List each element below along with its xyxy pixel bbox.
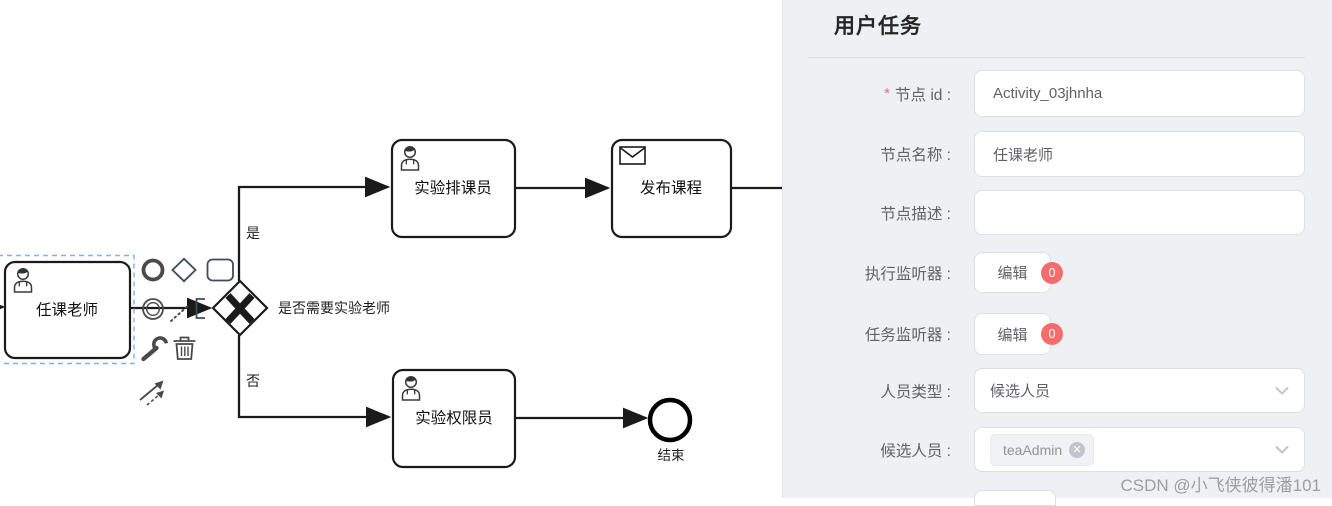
task-scheduler-label: 实验排课员: [414, 179, 492, 197]
chevron-down-icon: [1274, 382, 1290, 399]
field-row-task-listener: 任务监听器 : 编辑 0: [783, 313, 1332, 355]
required-marker: *: [884, 85, 891, 102]
append-task-icon[interactable]: [206, 258, 234, 282]
append-intermediate-event-icon[interactable]: [142, 298, 164, 320]
connect-icon[interactable]: [139, 380, 164, 406]
field-row-person-type: 人员类型 : 候选人员: [783, 368, 1332, 413]
append-gateway-icon[interactable]: [171, 257, 197, 283]
node-id-label: * 节点 id :: [884, 85, 951, 104]
context-pad: [139, 257, 234, 406]
bpmn-canvas[interactable]: 是 否 任课老师 是否需要实验老师 实验排课员 发布课程 实验权限员: [0, 0, 782, 498]
task-scheduler[interactable]: 实验排课员: [390, 138, 517, 239]
end-event-label: 结束: [658, 448, 686, 463]
field-row-exec-listener: 执行监听器 : 编辑 0: [783, 252, 1332, 293]
task-teacher[interactable]: 任课老师: [3, 260, 132, 360]
field-row-node-name: 节点名称 :: [783, 131, 1332, 177]
flow-no-label: 否: [246, 373, 260, 389]
candidate-select[interactable]: teaAdmin ✕: [974, 427, 1305, 472]
person-type-label: 人员类型 :: [880, 383, 951, 401]
person-type-value: 候选人员: [990, 383, 1051, 400]
gateway-label: 是否需要实验老师: [278, 300, 390, 316]
task-listener-edit-button[interactable]: 编辑 0: [974, 313, 1063, 355]
flow-yes[interactable]: [237, 176, 391, 281]
node-name-label: 节点名称 :: [880, 147, 951, 164]
field-row-node-id: * 节点 id :: [783, 70, 1332, 117]
node-name-input[interactable]: [974, 131, 1305, 177]
trash-icon[interactable]: [173, 336, 196, 360]
append-end-event-icon[interactable]: [141, 258, 165, 282]
end-event[interactable]: [647, 397, 693, 443]
flow-yes-label: 是: [246, 225, 260, 241]
tag-close-icon[interactable]: ✕: [1069, 441, 1086, 458]
append-text-annotation-icon[interactable]: [170, 298, 205, 322]
exec-listener-edit-button[interactable]: 编辑 0: [974, 252, 1063, 293]
task-listener-count-badge: 0: [1041, 323, 1063, 345]
wrench-icon[interactable]: [141, 336, 169, 362]
exec-listener-count-badge: 0: [1041, 261, 1063, 284]
task-permission-label: 实验权限员: [415, 409, 493, 427]
node-desc-input[interactable]: [974, 190, 1305, 235]
gateway-x-icon: [225, 293, 255, 324]
flow-no[interactable]: [237, 335, 392, 428]
node-id-input[interactable]: [974, 70, 1305, 117]
exec-listener-label: 执行监听器 :: [864, 265, 951, 283]
task-teacher-label: 任课老师: [36, 301, 98, 319]
panel-divider: [808, 57, 1305, 58]
task-listener-label: 任务监听器 :: [864, 327, 951, 344]
candidate-tag: teaAdmin ✕: [990, 433, 1095, 466]
field-row-candidate: 候选人员 : teaAdmin ✕: [783, 427, 1332, 472]
field-row-node-desc: 节点描述 :: [783, 190, 1332, 235]
person-type-select[interactable]: 候选人员: [974, 368, 1305, 413]
chevron-down-icon: [1274, 441, 1290, 458]
task-publish-label: 发布课程: [640, 179, 702, 197]
panel-title: 用户任务: [834, 15, 922, 38]
gateway-exclusive[interactable]: [211, 279, 269, 337]
task-publish[interactable]: 发布课程: [610, 138, 733, 239]
node-desc-label: 节点描述 :: [880, 205, 951, 223]
properties-panel: 用户任务 * 节点 id : 节点名称 : 节点描述 : 执行监听器 : 编辑 …: [782, 0, 1332, 506]
partial-next-field: [974, 490, 1056, 506]
message-icon: [619, 146, 646, 165]
task-permission[interactable]: 实验权限员: [391, 368, 517, 469]
watermark-text: CSDN @小飞侠彼得潘101: [1120, 476, 1321, 495]
selection-outline: [0, 254, 135, 365]
candidate-label: 候选人员 :: [880, 442, 951, 460]
